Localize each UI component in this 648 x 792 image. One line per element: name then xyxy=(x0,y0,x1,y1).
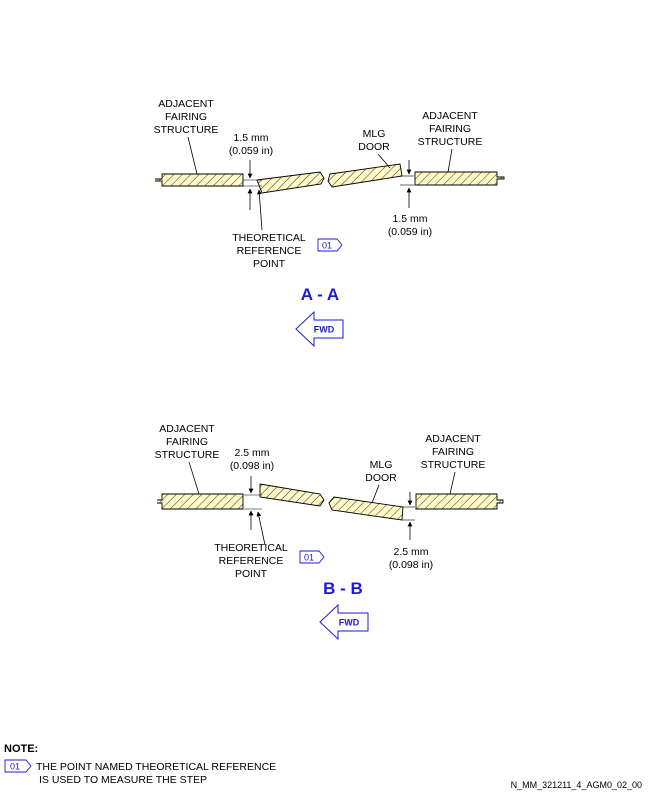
section-title-bb: B - B xyxy=(323,579,363,598)
note-tag-icon xyxy=(4,759,32,773)
left-structure-label-line3: STRUCTURE xyxy=(155,449,220,461)
right-structure-label-line1: ADJACENT xyxy=(425,433,481,445)
reference-label-line2: REFERENCE xyxy=(237,245,302,257)
reference-point-label-aa: THEORETICAL REFERENCE POINT 01 xyxy=(232,232,343,270)
note-line-2: IS USED TO MEASURE THE STEP xyxy=(39,774,207,786)
forward-arrow-icon xyxy=(319,603,369,641)
reference-label-line2: REFERENCE xyxy=(219,555,284,567)
fwd-label: FWD xyxy=(339,618,360,628)
left-structure-leader xyxy=(187,136,198,175)
reference-point-label-bb: THEORETICAL REFERENCE POINT 01 xyxy=(214,542,325,580)
note-tag-number: 01 xyxy=(10,762,20,772)
reference-leader-bb xyxy=(256,511,266,546)
right-structure-label-line2: FAIRING xyxy=(432,446,474,458)
note-tag-number: 01 xyxy=(322,241,332,251)
gap-bottom-value-inch: (0.098 in) xyxy=(389,559,433,571)
note-tag-icon xyxy=(317,238,343,252)
right-fairing-structure-bb: ADJACENT FAIRING STRUCTURE xyxy=(415,433,504,510)
note-tag-number: 01 xyxy=(304,553,314,563)
mlg-door-panel-bb: MLG DOOR xyxy=(259,459,404,521)
note-block: NOTE: 01 THE POINT NAMED THEORETICAL REF… xyxy=(4,743,276,786)
section-title-aa: A - A xyxy=(301,285,339,304)
right-structure-label-line2: FAIRING xyxy=(429,123,471,135)
left-fairing-structure-aa: ADJACENT FAIRING STRUCTURE xyxy=(154,98,244,187)
left-structure-label-line2: FAIRING xyxy=(166,436,208,448)
door-leader xyxy=(377,153,391,169)
door-label-line1: MLG xyxy=(370,459,393,471)
right-structure-label-line3: STRUCTURE xyxy=(418,136,483,148)
forward-arrow-icon xyxy=(295,310,344,348)
gap-dimension-left-bb: 2.5 mm (0.098 in) xyxy=(230,447,274,546)
gap-top-value-inch: (0.098 in) xyxy=(230,460,274,472)
gap-bottom-value: 2.5 mm xyxy=(393,546,428,558)
door-label-line2: DOOR xyxy=(365,472,397,484)
left-structure-label-line3: STRUCTURE xyxy=(154,124,219,136)
right-fairing-structure-aa: ADJACENT FAIRING STRUCTURE xyxy=(414,110,505,186)
gap-bottom-value-inch: (0.059 in) xyxy=(388,226,432,238)
gap-bottom-value: 1.5 mm xyxy=(392,213,427,225)
left-structure-label-line2: FAIRING xyxy=(165,111,207,123)
gap-top-value: 2.5 mm xyxy=(234,447,269,459)
reference-label-line1: THEORETICAL xyxy=(232,232,306,244)
right-structure-leader xyxy=(449,471,456,495)
door-label-line1: MLG xyxy=(363,128,386,140)
left-structure-leader xyxy=(188,461,200,495)
door-label-line2: DOOR xyxy=(358,141,390,153)
left-fairing-structure-bb: ADJACENT FAIRING STRUCTURE xyxy=(155,423,244,510)
reference-label-line1: THEORETICAL xyxy=(214,542,288,554)
right-structure-label-line3: STRUCTURE xyxy=(421,459,486,471)
left-structure-label-line1: ADJACENT xyxy=(159,423,215,435)
gap-dimension-left-aa: 1.5 mm (0.059 in) xyxy=(229,132,273,231)
right-structure-leader xyxy=(447,148,453,173)
section-view-bb: ADJACENT FAIRING STRUCTURE MLG DOOR ADJA… xyxy=(155,423,504,641)
gap-top-value-inch: (0.059 in) xyxy=(229,145,273,157)
note-tag-icon xyxy=(299,550,325,564)
left-structure-label-line1: ADJACENT xyxy=(158,98,214,110)
note-heading: NOTE: xyxy=(4,743,38,755)
reference-leader-aa xyxy=(256,189,263,231)
reference-label-line3: POINT xyxy=(235,568,268,580)
fwd-label: FWD xyxy=(314,325,335,335)
mlg-door-panel-aa: MLG DOOR xyxy=(256,128,403,194)
door-leader xyxy=(371,484,380,504)
section-view-aa: ADJACENT FAIRING STRUCTURE MLG DOOR ADJA… xyxy=(154,98,505,348)
reference-label-line3: POINT xyxy=(253,258,286,270)
right-structure-label-line1: ADJACENT xyxy=(422,110,478,122)
gap-dimension-right-aa: 1.5 mm (0.059 in) xyxy=(388,160,432,238)
note-line-1: THE POINT NAMED THEORETICAL REFERENCE xyxy=(36,761,276,773)
gap-top-value: 1.5 mm xyxy=(233,132,268,144)
fwd-arrow-aa: FWD xyxy=(295,310,344,348)
drawing-reference-code: N_MM_321211_4_AGM0_02_00 xyxy=(511,780,642,790)
gap-dimension-right-bb: 2.5 mm (0.098 in) xyxy=(389,492,433,571)
fwd-arrow-bb: FWD xyxy=(319,603,369,641)
